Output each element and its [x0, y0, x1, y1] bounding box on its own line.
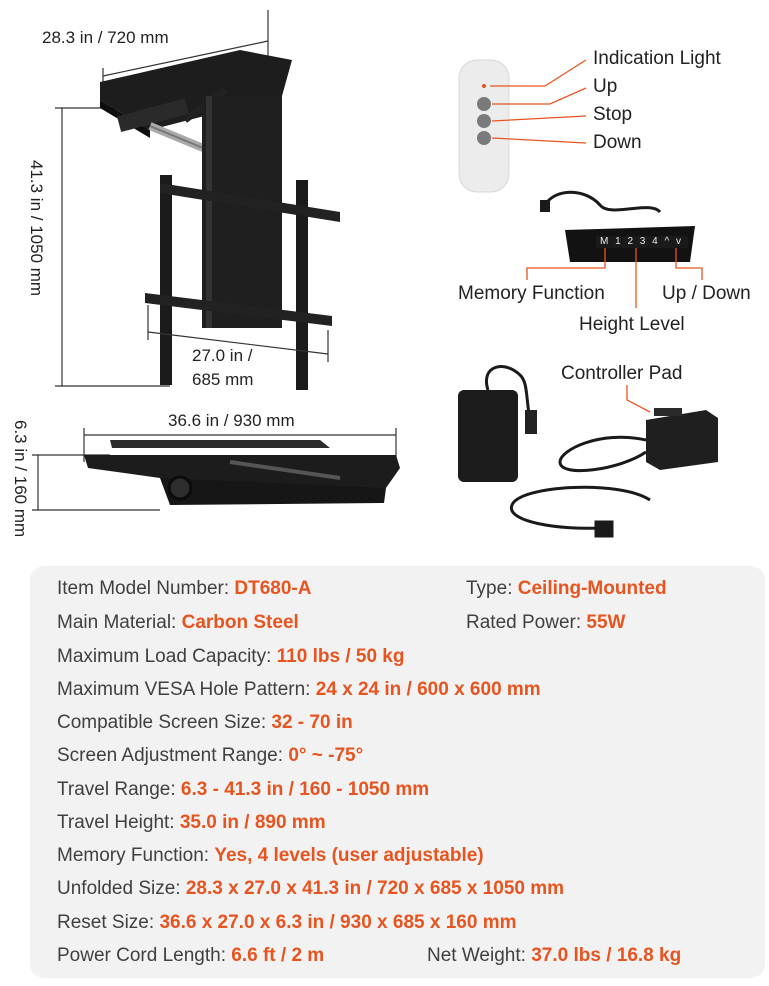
folded-length-label: 36.6 in / 930 mm — [168, 411, 295, 430]
power-adapter — [458, 365, 537, 482]
keypad — [540, 190, 695, 262]
spec-weight: Net Weight: 37.0 lbs / 16.8 kg — [427, 945, 682, 966]
spec-vesa: Maximum VESA Hole Pattern: 24 x 24 in / … — [57, 679, 541, 700]
spec-reset: Reset Size: 36.6 x 27.0 x 6.3 in / 930 x… — [57, 912, 517, 933]
product-illustration — [32, 10, 718, 538]
controller-pad-label: Controller Pad — [561, 363, 683, 384]
spec-material: Main Material: Carbon Steel — [57, 612, 299, 633]
spec-unfolded: Unfolded Size: 28.3 x 27.0 x 41.3 in / 7… — [57, 878, 565, 899]
spec-travel-height: Travel Height: 35.0 in / 890 mm — [57, 812, 326, 833]
spec-type: Type: Ceiling-Mounted — [466, 578, 667, 599]
down-label: Down — [593, 132, 642, 153]
spec-load: Maximum Load Capacity: 110 lbs / 50 kg — [57, 646, 405, 667]
spec-travel-range: Travel Range: 6.3 - 41.3 in / 160 - 1050… — [57, 779, 430, 800]
spec-memory: Memory Function: Yes, 4 levels (user adj… — [57, 845, 484, 866]
up-label: Up — [593, 76, 618, 97]
remote-control — [458, 59, 510, 193]
height-dimension-line — [55, 107, 170, 387]
power-cord — [510, 485, 651, 538]
ceiling-mount-folded — [84, 440, 400, 505]
top-width-label: 28.3 in / 720 mm — [42, 28, 169, 47]
vesa-width-label-line1: 27.0 in / — [192, 346, 253, 365]
folded-height-label: 6.3 in / 160 mm — [11, 420, 30, 538]
keypad-callout-lines — [526, 248, 703, 308]
vesa-width-label-line2: 685 mm — [192, 370, 254, 389]
spec-power: Rated Power: 55W — [466, 612, 626, 633]
folded-length-dimension-line — [83, 428, 397, 462]
spec-cord: Power Cord Length: 6.6 ft / 2 m — [57, 945, 325, 966]
stop-label: Stop — [593, 104, 633, 125]
remote-callout-lines — [490, 59, 587, 144]
vesa-width-dimension-line — [147, 305, 329, 362]
controller-callout-line — [626, 385, 651, 413]
spec-adjust: Screen Adjustment Range: 0° ~ -75° — [57, 745, 364, 766]
ceiling-mount-unfolded — [100, 50, 340, 390]
indication-light-label: Indication Light — [593, 48, 721, 69]
memory-function-label: Memory Function — [458, 283, 605, 304]
keypad-keys: M 1 2 3 4 ^ v — [600, 236, 683, 247]
controller-pad — [558, 408, 718, 473]
height-level-label: Height Level — [579, 314, 685, 335]
up-down-label: Up / Down — [662, 283, 751, 304]
specifications-panel — [30, 566, 765, 978]
spec-screen: Compatible Screen Size: 32 - 70 in — [57, 712, 353, 733]
spec-model: Item Model Number: DT680-A — [57, 578, 312, 599]
height-label: 41.3 in / 1050 mm — [27, 160, 46, 297]
